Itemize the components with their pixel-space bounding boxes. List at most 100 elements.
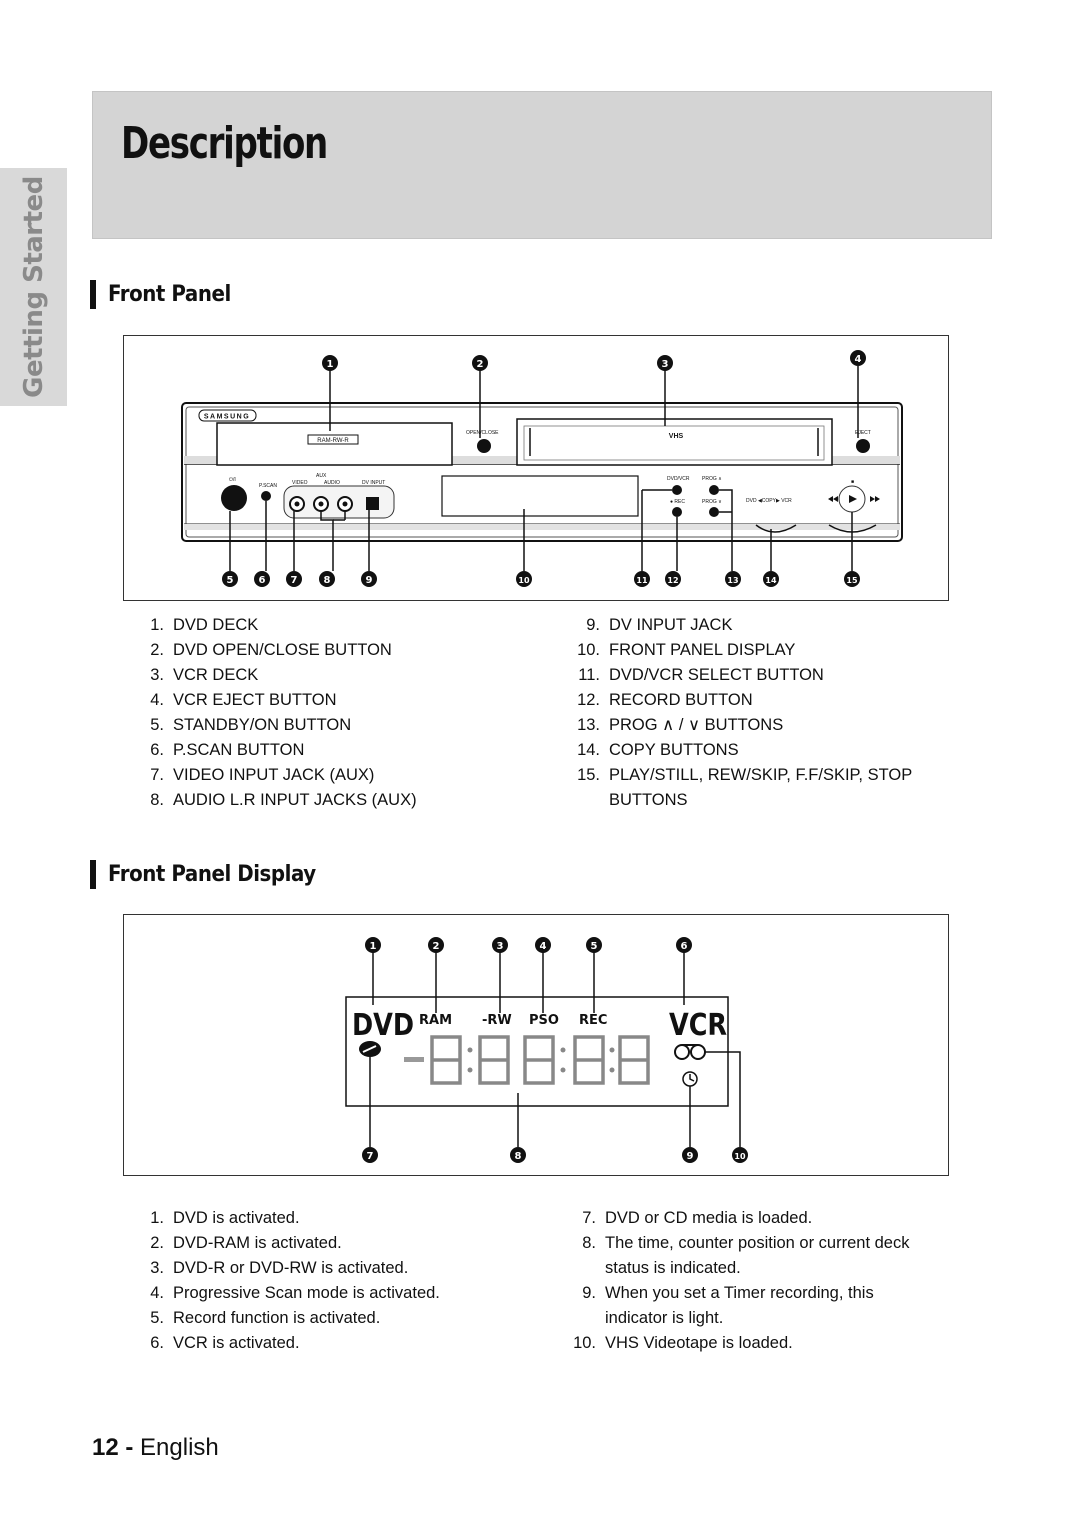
dv-input-jack[interactable] <box>366 497 379 510</box>
fp-badge-4: 4 <box>855 354 862 365</box>
list-item: 10.VHS Videotape is loaded. <box>573 1334 793 1352</box>
front-panel-illustration: SAMSUNG RAM-RW-R OPEN/CLOSE VHS EJECT ⏻/… <box>181 350 903 587</box>
dvd-vcr-label: DVD/VCR <box>667 476 690 482</box>
language-label: English <box>140 1434 219 1461</box>
list-item: 1.DVD DECK <box>150 616 259 634</box>
brand-logo: SAMSUNG <box>204 414 250 421</box>
list-item: 11.DVD/VCR SELECT BUTTON <box>578 666 824 684</box>
fp-badge-3: 3 <box>662 359 669 370</box>
rew-skip-icon[interactable] <box>828 496 838 502</box>
lcd-window <box>345 996 729 1107</box>
heading-bar <box>90 860 96 889</box>
open-close-label: OPEN/CLOSE <box>466 430 499 436</box>
fpd-badge-3: 3 <box>497 941 504 952</box>
fpd-badge-4: 4 <box>540 941 547 952</box>
copy-button-outline[interactable] <box>755 524 797 533</box>
prog-up-button[interactable] <box>709 485 719 495</box>
front-panel-display-window <box>441 475 639 517</box>
dvd-indicator: DVD <box>352 1007 414 1043</box>
dvd-vcr-select-button[interactable] <box>672 485 682 495</box>
audio-label: AUDIO <box>324 480 340 486</box>
list-item: 14.COPY BUTTONS <box>577 741 739 759</box>
page-title: Description <box>121 118 328 169</box>
list-item: 10.FRONT PANEL DISPLAY <box>577 641 796 659</box>
pscan-label: P.SCAN <box>259 483 277 489</box>
fp-badge-12: 12 <box>667 576 678 585</box>
list-item: 2.DVD-RAM is activated. <box>150 1234 342 1252</box>
front-panel-heading: Front Panel <box>90 280 244 309</box>
fp-badge-13: 13 <box>727 576 738 585</box>
fpd-badge-1: 1 <box>370 941 377 952</box>
side-tab-label: Getting Started <box>18 176 49 398</box>
list-item: 9.When you set a Timer recording, this i… <box>582 1284 874 1327</box>
fpd-badge-9: 9 <box>687 1151 694 1162</box>
fpd-badge-8: 8 <box>515 1151 522 1162</box>
list-item: 7.DVD or CD media is loaded. <box>582 1209 813 1227</box>
front-panel-list-right: 9.DV INPUT JACK 10.FRONT PANEL DISPLAY 1… <box>564 613 944 813</box>
fp-badge-14: 14 <box>765 576 777 585</box>
rec-label: ● REC <box>670 499 685 505</box>
rw-indicator: -RW <box>482 1013 512 1028</box>
page-number: 12 - <box>92 1434 134 1461</box>
prog-down-label: PROG ∨ <box>702 499 722 505</box>
fpd-badge-6: 6 <box>681 941 688 952</box>
fp-badge-7: 7 <box>291 575 298 586</box>
rec-indicator: REC <box>579 1013 607 1028</box>
fp-badge-5: 5 <box>227 575 234 586</box>
list-item: 12.RECORD BUTTON <box>577 691 753 709</box>
fpd-badge-5: 5 <box>591 941 598 952</box>
fpd-badge-7: 7 <box>367 1151 374 1162</box>
title-banner: Description <box>92 91 992 239</box>
front-panel-display-heading: Front Panel Display <box>90 860 339 889</box>
list-item: 5.Record function is activated. <box>150 1309 381 1327</box>
record-button[interactable] <box>672 507 682 517</box>
vhs-logo: VHS <box>669 433 684 440</box>
front-panel-figure: SAMSUNG RAM-RW-R OPEN/CLOSE VHS EJECT ⏻/… <box>123 335 949 601</box>
play-icon <box>849 495 857 503</box>
front-panel-title: Front Panel <box>108 282 231 307</box>
fp-badge-2: 2 <box>477 359 484 370</box>
list-item: 8.The time, counter position or current … <box>582 1234 910 1277</box>
display-list-left: 1.DVD is activated. 2.DVD-RAM is activat… <box>140 1206 560 1356</box>
eject-label: EJECT <box>855 430 871 436</box>
standby-on-button[interactable] <box>221 485 247 511</box>
list-item: 13.PROG ∧ / ∨ BUTTONS <box>577 716 784 734</box>
front-panel-display-title: Front Panel Display <box>108 862 316 887</box>
fp-badge-6: 6 <box>259 575 266 586</box>
aux-label: AUX <box>316 473 327 479</box>
fpd-badge-10: 10 <box>734 1152 746 1161</box>
prog-up-label: PROG ∧ <box>702 476 722 482</box>
list-item: 2.DVD OPEN/CLOSE BUTTON <box>150 641 392 659</box>
side-tab: Getting Started <box>0 168 67 406</box>
fp-badge-11: 11 <box>636 576 648 585</box>
prog-down-button[interactable] <box>709 507 719 517</box>
pscan-button[interactable] <box>261 491 271 501</box>
fp-badge-9: 9 <box>366 575 373 586</box>
copy-row-label: DVD ◀COPY▶ VCR <box>746 498 792 504</box>
list-item: 5.STANDBY/ON BUTTON <box>150 716 352 734</box>
list-item: 8.AUDIO L.R INPUT JACKS (AUX) <box>150 791 417 809</box>
display-illustration: DVD RAM -RW PSO REC VCR <box>345 937 748 1163</box>
vcr-indicator: VCR <box>669 1007 727 1043</box>
vcr-eject-button[interactable] <box>856 439 870 453</box>
segment-digits <box>430 1035 650 1085</box>
dvd-open-close-button[interactable] <box>477 439 491 453</box>
fp-badge-8: 8 <box>324 575 331 586</box>
fp-badge-15: 15 <box>846 576 858 585</box>
list-item: 3.DVD-R or DVD-RW is activated. <box>150 1259 409 1277</box>
front-panel-list-left: 1.DVD DECK 2.DVD OPEN/CLOSE BUTTON 3.VCR… <box>140 613 540 813</box>
ram-indicator: RAM <box>419 1013 452 1028</box>
list-item: 1.DVD is activated. <box>150 1209 300 1227</box>
list-item: 15.PLAY/STILL, REW/SKIP, F.F/SKIP, STOP … <box>577 766 912 809</box>
display-list-right: 7.DVD or CD media is loaded. 8.The time,… <box>564 1206 944 1356</box>
list-item: 6.VCR is activated. <box>150 1334 300 1352</box>
list-item: 4.Progressive Scan mode is activated. <box>150 1284 440 1302</box>
dv-input-label: DV INPUT <box>362 480 385 486</box>
standby-label: ⏻/I <box>229 477 236 483</box>
list-item: 4.VCR EJECT BUTTON <box>150 691 337 709</box>
front-panel-display-figure: DVD RAM -RW PSO REC VCR <box>123 914 949 1176</box>
ff-skip-icon[interactable] <box>870 496 880 502</box>
list-item: 6.P.SCAN BUTTON <box>150 741 305 759</box>
page-footer: 12 - English <box>92 1434 219 1462</box>
stop-mark: ■ <box>851 479 854 485</box>
